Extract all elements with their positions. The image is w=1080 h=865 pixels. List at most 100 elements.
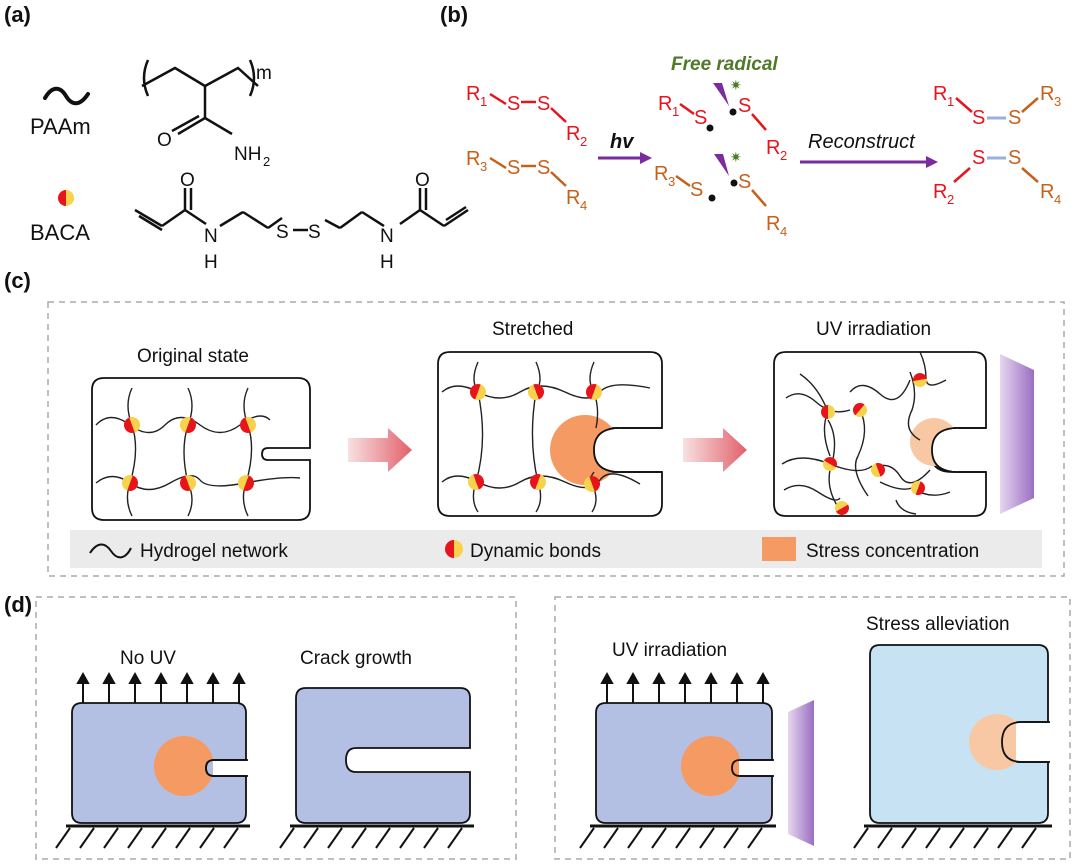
panel-label-a: (a) (4, 2, 31, 27)
radical-molecule-r1-r2: R 1 S S R 2 ✷ (658, 77, 787, 163)
svg-text:2: 2 (580, 134, 587, 149)
alleviated-stress-zone (969, 714, 1025, 770)
atom-O-baca-left: O (180, 170, 195, 191)
ground-hatch-tick (327, 827, 343, 849)
uv-source-c (1000, 354, 1034, 514)
product-r1-r3: R 1 S S R 3 (933, 83, 1061, 129)
ground-hatch-tick (1021, 827, 1037, 849)
uv-irradiation-box-c (773, 351, 987, 517)
paam-label: PAAm (30, 114, 91, 139)
dynamic-bond-marker (911, 481, 925, 495)
svg-text:S: S (537, 157, 550, 179)
product-r2-r4: S S R 2 R 4 (933, 147, 1061, 207)
atom-O-baca-right: O (415, 170, 430, 191)
dynamic-bond-marker (586, 384, 602, 400)
svg-text:S: S (507, 93, 520, 115)
legend-network-icon (89, 543, 132, 559)
dynamic-bond-marker (240, 417, 256, 433)
dynamic-bond-marker (913, 373, 927, 387)
dynamic-bond-marker (871, 463, 885, 477)
process-arrow-1 (348, 428, 412, 472)
svg-text:S: S (972, 147, 985, 169)
radical-molecule-r3-r4: R 3 S S R 4 ✷ (654, 149, 787, 239)
panel-d-left-frame (35, 596, 517, 860)
svg-text:3: 3 (480, 159, 487, 174)
dynamic-bond-marker (180, 475, 196, 491)
ground-hatch-tick (351, 827, 367, 849)
panel-b: R 1 S S R 2 R 3 S S R 4 hv F (466, 54, 1061, 239)
ground-hatch-tick (949, 827, 965, 849)
panel-label-c: (c) (4, 268, 31, 293)
ground-hatch-tick (55, 827, 71, 849)
svg-text:S: S (507, 157, 520, 179)
ground-hatch-tick (723, 827, 739, 849)
stretched-box (437, 351, 663, 517)
svg-text:R: R (933, 83, 947, 105)
ground-hatch-tick (79, 827, 95, 849)
hv-label: hv (610, 131, 635, 153)
uv-irradiation-label-d: UV irradiation (612, 640, 727, 661)
ground-hatch-tick (997, 827, 1013, 849)
paam-structure (141, 59, 259, 136)
tension-arrows-left (76, 671, 246, 703)
atom-NH-paam: NH (234, 144, 261, 165)
reconstruct-label: Reconstruct (808, 131, 916, 153)
dynamic-bond-marker (238, 475, 254, 491)
ground-hatch-tick (447, 827, 463, 849)
svg-text:S: S (738, 171, 751, 193)
panel-a: PAAm m O NH 2 BACA (30, 59, 469, 273)
panel-d-right-frame (554, 596, 1071, 860)
ground-hatch-tick (151, 827, 167, 849)
svg-text:R: R (654, 163, 668, 185)
dynamic-bond-marker (124, 417, 140, 433)
svg-text:4: 4 (580, 198, 587, 213)
ground-hatch-tick (223, 827, 239, 849)
uv-source-d (788, 700, 814, 846)
ground-hatch-tick (853, 827, 869, 849)
svg-text:2: 2 (780, 148, 787, 163)
svg-text:R: R (766, 213, 780, 235)
ground-hatch-tick (579, 827, 595, 849)
hydrogel-sample-uv (595, 702, 774, 824)
molecule-r3-r4: R 3 S S R 4 (466, 148, 587, 213)
dynamic-bond-marker (821, 405, 835, 419)
subscript-m: m (256, 63, 272, 84)
radical-dot (729, 108, 737, 116)
panel-c: Original state Stretched UV irradiation (47, 301, 1065, 577)
dynamic-bond-marker (584, 476, 600, 492)
legend-bar (70, 530, 1042, 568)
dynamic-bond-marker (853, 403, 867, 417)
atom-H-baca-right: H (380, 252, 394, 273)
svg-text:1: 1 (480, 94, 487, 109)
radical-dot (708, 194, 716, 202)
baca-label: BACA (30, 220, 90, 245)
svg-text:S: S (694, 107, 707, 129)
stretched-title: Stretched (492, 319, 573, 340)
svg-text:R: R (933, 181, 947, 203)
ground-hatch-tick (199, 827, 215, 849)
ground-hatch-tick (699, 827, 715, 849)
crack-growth-label: Crack growth (300, 648, 412, 669)
svg-text:S: S (537, 93, 550, 115)
ground-hatch-tick (901, 827, 917, 849)
svg-text:R: R (466, 148, 480, 170)
legend-bonds-icon (445, 540, 463, 558)
original-state-title: Original state (137, 346, 249, 367)
ground-hatch-tick (375, 827, 391, 849)
ground-hatch-tick (973, 827, 989, 849)
ground-hatch-tick (925, 827, 941, 849)
svg-text:4: 4 (1054, 192, 1061, 207)
legend-network-label: Hydrogel network (140, 541, 288, 562)
ground-hatch-tick (303, 827, 319, 849)
svg-text:R: R (466, 83, 480, 105)
molecule-r1-r2: R 1 S S R 2 (466, 83, 587, 149)
reconstruct-arrow (800, 156, 938, 168)
svg-text:R: R (566, 187, 580, 209)
svg-text:1: 1 (947, 94, 954, 109)
radical-spark-icon: ✷ (730, 149, 742, 165)
panel-label-b: (b) (440, 2, 468, 27)
panel-d: No UV Crack growth UV irradiation Stress… (35, 596, 1071, 860)
svg-text:2: 2 (947, 192, 954, 207)
svg-text:S: S (972, 107, 985, 129)
